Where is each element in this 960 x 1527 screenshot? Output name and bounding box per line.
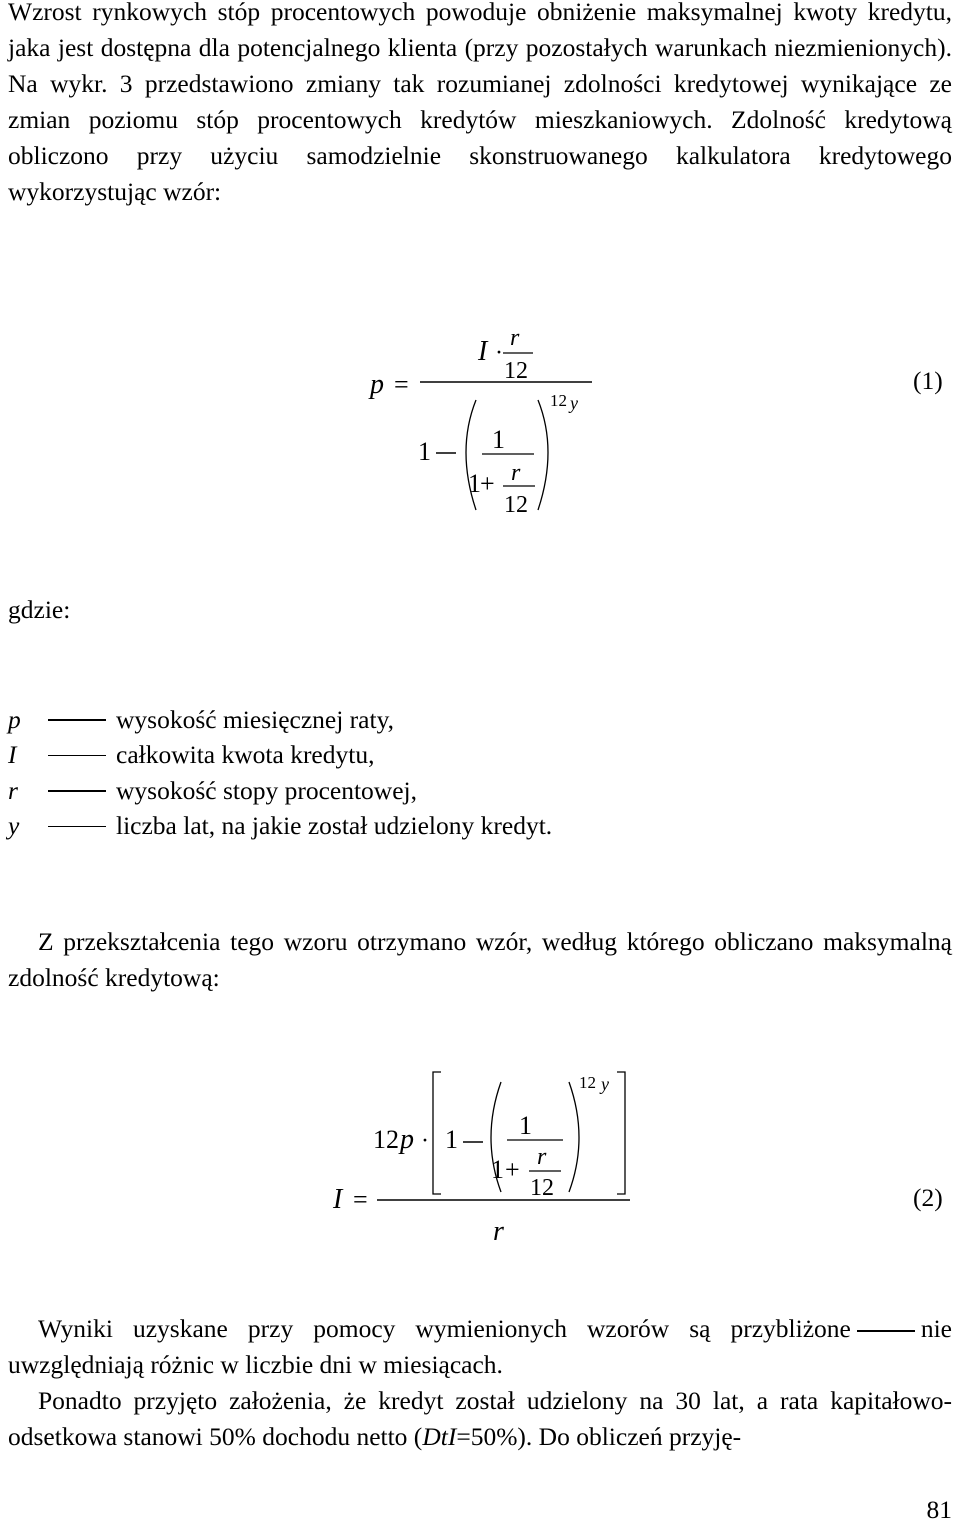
eq2-p: p — [398, 1124, 414, 1155]
equation-2-number: (2) — [913, 1183, 943, 1212]
eq1-inner-12: 12 — [504, 492, 528, 518]
em-dash — [48, 825, 106, 827]
equation-1-number: (1) — [913, 366, 943, 395]
approximation-text-a: Wyniki uzyskane przy pomocy wymienionych… — [38, 1314, 851, 1343]
symbol-definitions: p wysokość miesięcznej raty, I całkowita… — [8, 702, 908, 844]
eq1-den-1: 1 — [418, 437, 431, 466]
em-dash — [48, 754, 106, 756]
eq2-dot: · — [421, 1128, 429, 1154]
eq1-dot: · — [495, 340, 503, 366]
intro-paragraph: Wzrost rynkowych stóp procentowych powod… — [8, 0, 952, 206]
definition-row: I całkowita kwota kredytu, — [8, 738, 908, 774]
definition-row: r wysokość stopy procentowej, — [8, 773, 908, 809]
equation-1: p = I · r 12 1 1 1 + r 12 12 y — [360, 320, 620, 520]
definition-row: y liczba lat, na jakie został udzielony … — [8, 809, 908, 845]
eq2-inner-1b: 1 — [491, 1155, 504, 1184]
eq1-num-r: r — [510, 325, 520, 351]
equation-2-svg: I = 12 p · 1 1 1 + r 12 12 y r — [332, 1071, 630, 1247]
eq2-den-r: r — [493, 1216, 504, 1247]
approximation-paragraph: Wyniki uzyskane przy pomocy wymienionych… — [8, 1311, 952, 1383]
eq2-equals: = — [353, 1185, 368, 1214]
equation-1-svg: p = I · r 12 1 1 1 + r 12 12 y — [368, 325, 592, 518]
eq1-exp-12: 12 — [550, 391, 567, 410]
definition-symbol: y — [8, 811, 20, 841]
eq2-plus: + — [505, 1155, 520, 1184]
page-number: 81 — [926, 1495, 953, 1524]
eq1-equals: = — [394, 370, 409, 399]
em-dash — [856, 1330, 915, 1332]
equation-2: I = 12 p · 1 1 1 + r 12 12 y r — [325, 1060, 645, 1260]
eq2-exp-y: y — [599, 1074, 609, 1094]
dti-symbol: DtI — [422, 1422, 457, 1451]
definition-symbol: r — [8, 775, 18, 805]
eq2-inner-1: 1 — [519, 1111, 532, 1140]
eq2-12: 12 — [373, 1125, 399, 1154]
eq1-inner-1: 1 — [492, 425, 505, 454]
definition-symbol: I — [8, 740, 17, 770]
eq1-plus: + — [480, 469, 495, 498]
definition-text: wysokość miesięcznej raty, — [116, 704, 395, 734]
definition-text: wysokość stopy procentowej, — [116, 775, 417, 805]
eq1-exp-y: y — [568, 393, 578, 413]
approximation-text-b: nie uwzględniają różnic w liczbie dni w … — [8, 1314, 952, 1379]
eq2-inner-12: 12 — [530, 1175, 554, 1201]
assumptions-paragraph: Ponadto przyjęto założenia, że kredyt zo… — [8, 1383, 952, 1455]
eq2-inner-r: r — [537, 1144, 547, 1170]
eq2-one: 1 — [445, 1125, 458, 1154]
eq1-inner-1b: 1 — [468, 469, 481, 498]
eq2-exp-12: 12 — [579, 1073, 596, 1092]
eq1-num-12: 12 — [504, 358, 528, 384]
definition-text: całkowita kwota kredytu, — [116, 740, 375, 770]
definition-symbol: p — [8, 704, 21, 734]
em-dash — [48, 719, 106, 721]
definition-row: p wysokość miesięcznej raty, — [8, 702, 908, 738]
assumptions-text-c: =50%). Do obliczeń przyję- — [456, 1422, 742, 1451]
assumptions-text-a: Ponadto przyjęto założenia, że kredyt zo… — [8, 1386, 952, 1451]
eq1-inner-r: r — [511, 460, 521, 486]
eq2-I: I — [332, 1184, 344, 1215]
eq1-p: p — [368, 369, 384, 400]
transformation-paragraph: Z przekształcenia tego wzoru otrzymano w… — [8, 927, 952, 992]
eq1-I: I — [477, 336, 489, 367]
definition-text: liczba lat, na jakie został udzielony kr… — [116, 811, 553, 841]
where-label: gdzie: — [8, 595, 71, 624]
em-dash — [48, 790, 106, 792]
